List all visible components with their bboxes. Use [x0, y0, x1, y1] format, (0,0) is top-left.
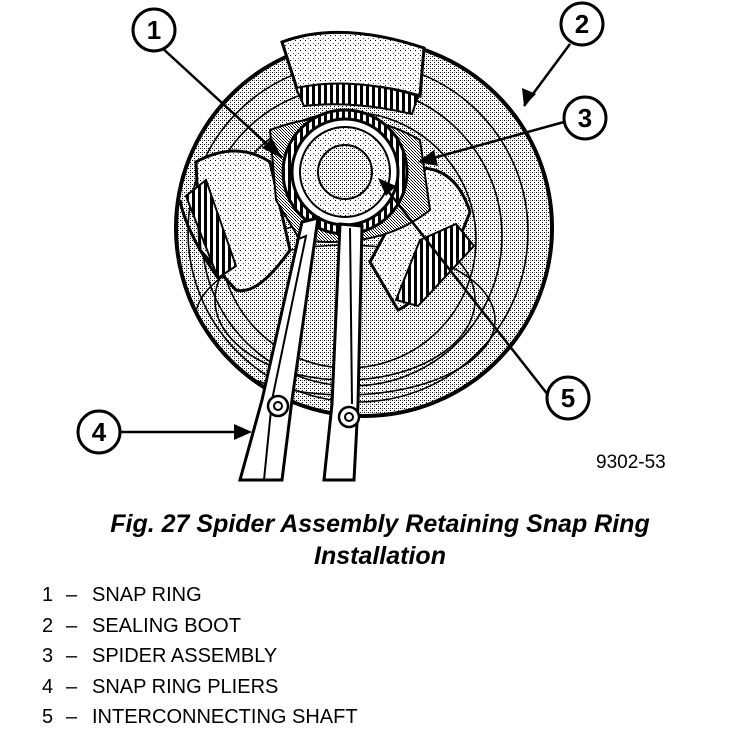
legend-item-text: SPIDER ASSEMBLY — [92, 645, 278, 667]
legend-item-dash: – — [66, 584, 78, 606]
legend-item-number: 5 — [42, 706, 54, 728]
legend-item-dash: – — [66, 706, 78, 728]
legend-item-text: SEALING BOOT — [92, 614, 241, 637]
legend-item: 1 – SNAP RING — [42, 580, 358, 611]
spider-roller-top — [280, 30, 426, 116]
legend-item-number: 1 — [42, 584, 54, 606]
callout-1-label: 1 — [147, 15, 161, 45]
callout-3: 3 — [562, 95, 608, 141]
caption-line-2: Installation — [314, 542, 446, 570]
callout-2-label: 2 — [575, 9, 589, 39]
spider-roller-right — [368, 166, 476, 312]
legend-item: 3 – SPIDER ASSEMBLY — [42, 641, 358, 672]
callout-3-label: 3 — [578, 103, 592, 133]
legend-item-number: 3 — [42, 645, 54, 667]
figure-caption: Fig. 27 Spider Assembly Retaining Snap R… — [30, 508, 730, 572]
callout-5-label: 5 — [561, 383, 575, 413]
legend-item-dash: – — [66, 614, 78, 637]
legend-item: 4 – SNAP RING PLIERS — [42, 672, 358, 703]
snap-ring-pliers — [238, 216, 364, 482]
snap-ring-installation-illustration: 1 2 3 4 5 — [76, 1, 608, 482]
legend-item-number: 2 — [42, 614, 54, 637]
legend-item-text: INTERCONNECTING SHAFT — [92, 706, 358, 728]
callout-1: 1 — [131, 7, 177, 53]
legend-item-dash: – — [66, 675, 78, 698]
legend-item: 5 – INTERCONNECTING SHAFT — [42, 702, 358, 733]
legend-item-number: 4 — [42, 675, 54, 698]
caption-line-1: Fig. 27 Spider Assembly Retaining Snap R… — [110, 510, 650, 538]
leader-arrowheads — [234, 88, 536, 440]
legend-item-text: SNAP RING — [92, 584, 202, 606]
parts-legend: 1 – SNAP RING 2 – SEALING BOOT 3 – SPIDE… — [42, 580, 358, 733]
legend-item: 2 – SEALING BOOT — [42, 611, 358, 642]
callout-5: 5 — [545, 375, 591, 421]
callout-4: 4 — [76, 409, 122, 455]
figure-code: 9302-53 — [596, 452, 666, 473]
callout-4-label: 4 — [92, 417, 107, 447]
legend-item-dash: – — [66, 645, 78, 667]
callout-2: 2 — [559, 1, 605, 47]
spider-roller-left — [178, 149, 292, 293]
interconnecting-shaft — [317, 144, 373, 200]
legend-item-text: SNAP RING PLIERS — [92, 675, 279, 698]
